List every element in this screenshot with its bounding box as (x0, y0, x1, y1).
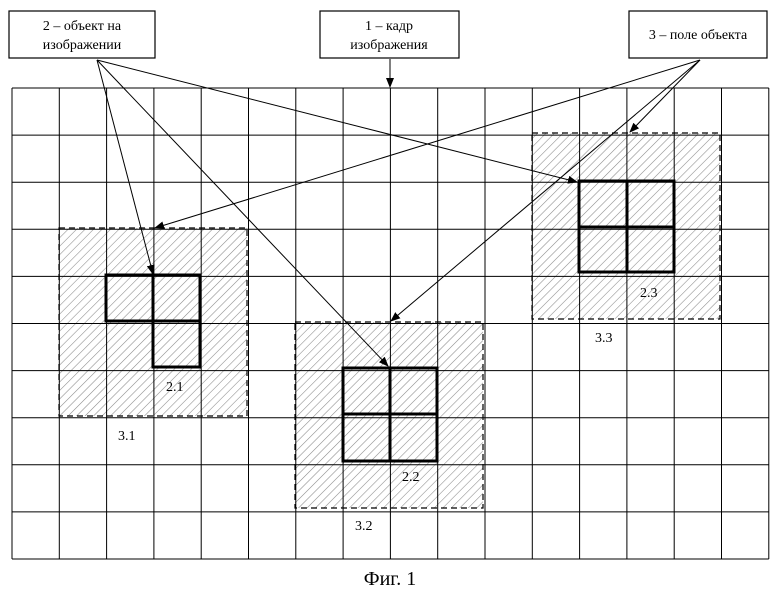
callout-field: 3 – поле объекта (629, 11, 767, 58)
callout-frame-line2: изображения (350, 38, 428, 53)
object-label-2-2: 2.2 (402, 470, 420, 485)
field-label-3-3: 3.3 (595, 331, 613, 346)
object-label-2-1: 2.1 (166, 380, 184, 395)
field-label-3-2: 3.2 (355, 519, 373, 534)
callout-frame-line1: 1 – кадр (365, 19, 413, 34)
callout-object-line2: изображении (43, 38, 122, 53)
figure-caption: Фиг. 1 (364, 568, 416, 590)
arrow-object-2-3 (97, 60, 577, 182)
callout-frame: 1 – кадр изображения (320, 11, 459, 58)
callout-object-line1: 2 – объект на (43, 19, 122, 34)
callout-field-line1: 3 – поле объекта (649, 28, 748, 43)
field-label-3-1: 3.1 (118, 429, 136, 444)
object-label-2-3: 2.3 (640, 286, 658, 301)
callout-object: 2 – объект на изображении (9, 11, 155, 58)
